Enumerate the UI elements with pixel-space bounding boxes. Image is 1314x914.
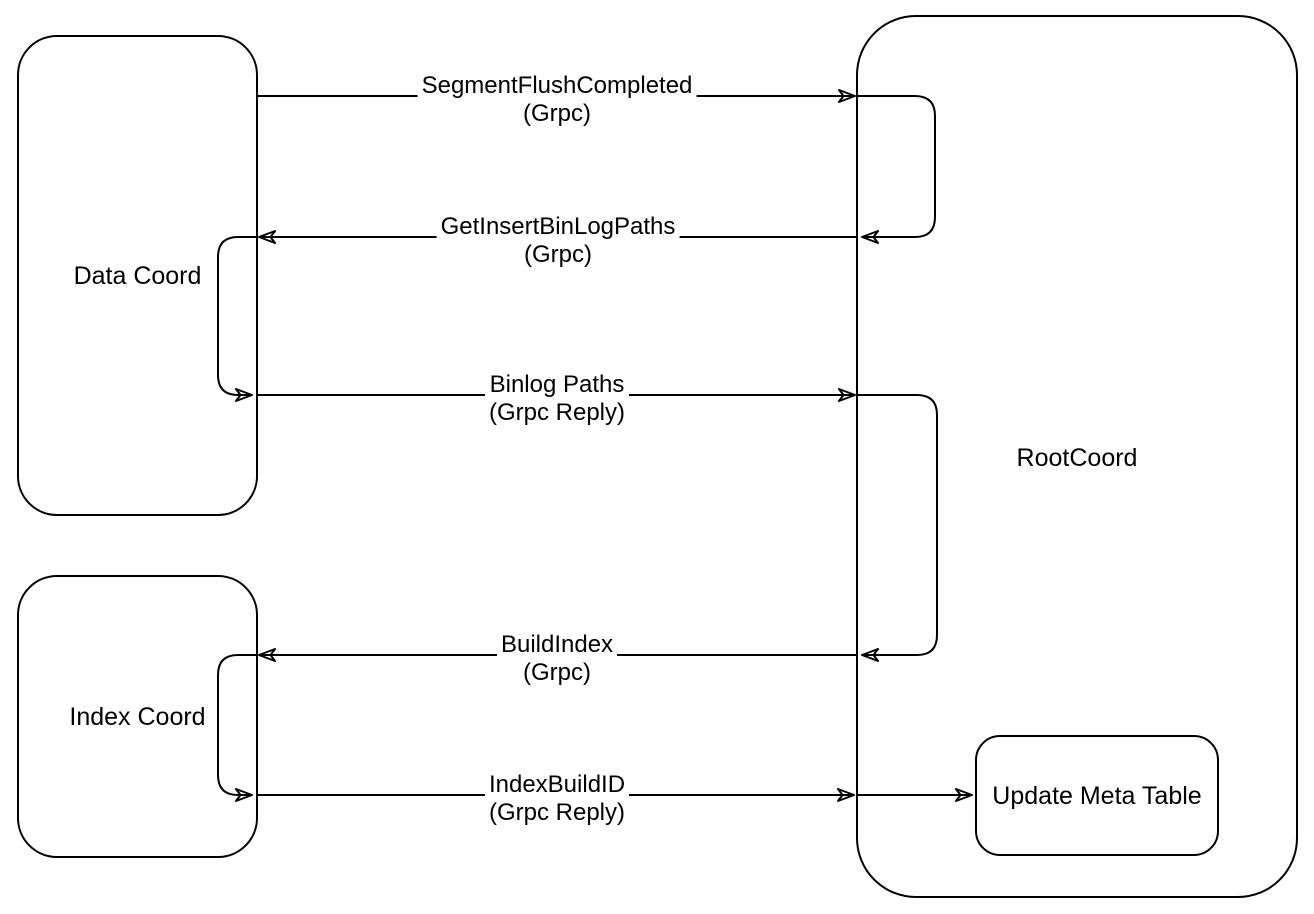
edge-label-protocol: (Grpc Reply): [488, 399, 626, 426]
node-index-coord: Index Coord: [17, 575, 258, 858]
edge-label-binlog-paths: Binlog Paths (Grpc Reply): [484, 371, 630, 427]
edge-label-protocol: (Grpc): [523, 100, 591, 127]
node-data-coord-label: Data Coord: [73, 261, 202, 290]
edge-label-protocol: (Grpc Reply): [488, 799, 626, 826]
edge-label-text: GetInsertBinLogPaths: [440, 213, 676, 240]
edge-label-protocol: (Grpc): [522, 659, 591, 686]
edge-label-text: SegmentFlushCompleted: [421, 72, 693, 99]
edge-label-index-build-id: IndexBuildID (Grpc Reply): [484, 771, 630, 827]
node-update-meta-table: Update Meta Table: [975, 735, 1219, 856]
node-update-meta-table-label: Update Meta Table: [992, 781, 1202, 810]
edge-label-text: Binlog Paths: [489, 371, 625, 398]
edge-label-text: BuildIndex: [500, 631, 614, 658]
node-data-coord: Data Coord: [17, 35, 258, 516]
edge-label-text: IndexBuildID: [488, 771, 626, 798]
node-root-coord-label: RootCoord: [1016, 443, 1138, 472]
edge-label-protocol: (Grpc): [524, 241, 592, 268]
node-index-coord-label: Index Coord: [69, 702, 206, 731]
edge-label-build-index: BuildIndex (Grpc): [496, 631, 618, 687]
edge-label-get-insert-binlog-paths: GetInsertBinLogPaths (Grpc): [436, 213, 680, 269]
edge-label-segment-flush-completed: SegmentFlushCompleted (Grpc): [417, 72, 697, 128]
